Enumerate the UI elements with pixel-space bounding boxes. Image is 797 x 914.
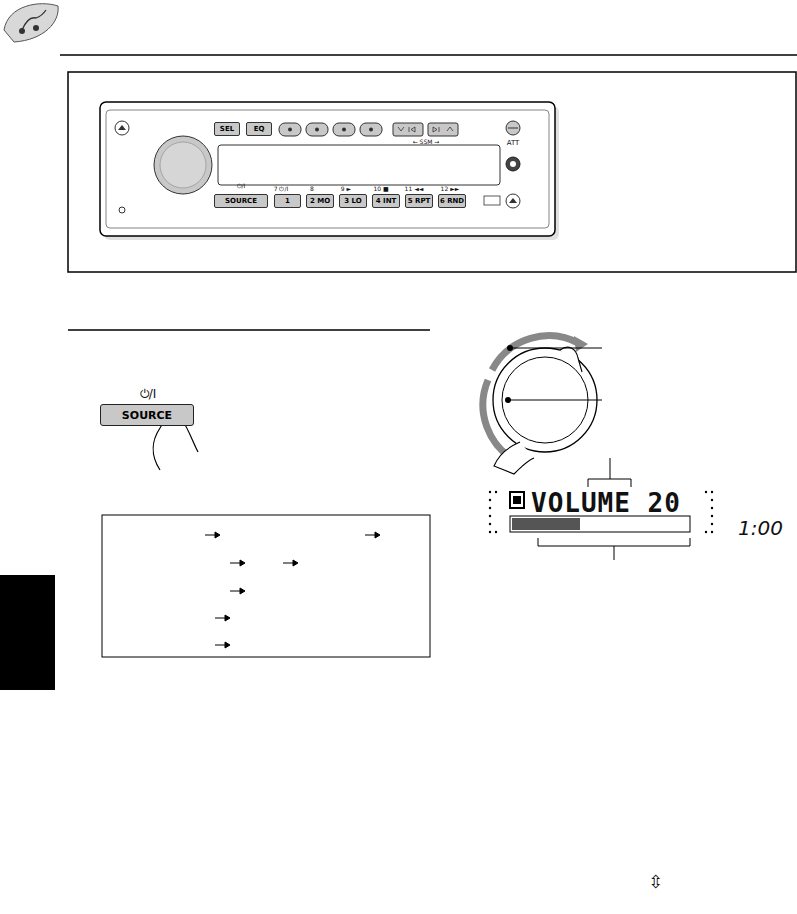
preset-number: 7 ⏻/I <box>274 186 289 192</box>
sequence-box <box>102 515 430 657</box>
side-tab <box>0 575 55 690</box>
power-label: ⏻/I <box>140 388 157 400</box>
header-rule <box>60 54 797 56</box>
button-label: 1 <box>285 197 290 205</box>
display-text: VOLUME 20 <box>531 488 681 518</box>
source-button: SOURCE <box>214 194 268 208</box>
att-label: ATT <box>507 140 520 147</box>
button-label: 5 RPT <box>408 197 431 205</box>
preset-number: 11 ◄◄ <box>405 186 424 192</box>
preset-button: 3 LO <box>339 194 367 208</box>
volume-display: VOLUME 20 1:00 <box>447 484 795 548</box>
button-label: SOURCE <box>122 409 172 422</box>
preset-number: 12 ►► <box>441 186 460 192</box>
display-graphics <box>489 458 713 560</box>
preset-number: 10 ■ <box>373 186 388 192</box>
preset-number: 9 ► <box>341 186 351 192</box>
preset-button: 1 <box>274 194 301 208</box>
source-button: SOURCE <box>100 404 194 426</box>
ssm-label: ← SSM → <box>413 139 440 145</box>
preset-button: 6 RND <box>438 194 466 208</box>
preset-number: 8 <box>310 186 314 192</box>
volume-knob <box>483 336 602 474</box>
power-label: ⏻/I <box>237 183 246 189</box>
frame <box>68 72 796 272</box>
button-label: 2 MO <box>310 197 330 205</box>
preset-button: 2 MO <box>306 194 334 208</box>
button-label: 4 INT <box>376 197 397 205</box>
scroll-symbol: ⇳ <box>648 873 663 891</box>
button-label: EQ <box>254 125 265 133</box>
preset-button: 5 RPT <box>405 194 433 208</box>
preset-button: 4 INT <box>372 194 400 208</box>
header-icon <box>4 4 58 42</box>
eq-button: EQ <box>246 122 272 136</box>
button-label: SEL <box>220 125 234 133</box>
button-label: 6 RND <box>440 197 464 205</box>
sel-button: SEL <box>214 122 240 136</box>
faceplate <box>100 102 559 240</box>
clock-text: 1:00 <box>738 516 783 540</box>
button-label: 3 LO <box>344 197 361 205</box>
section-rule <box>68 329 430 331</box>
button-label: SOURCE <box>225 197 257 205</box>
